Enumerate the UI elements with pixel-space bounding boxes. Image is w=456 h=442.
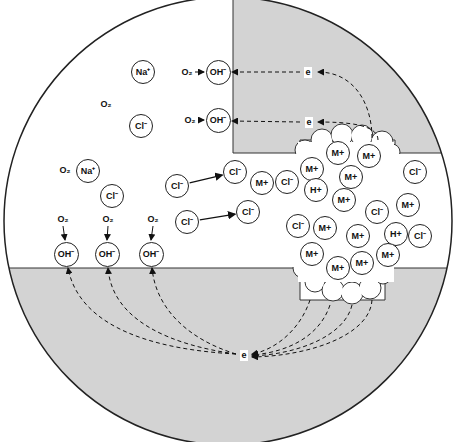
- ion-circle: M+: [376, 243, 400, 267]
- oxygen-label: O₂: [181, 67, 194, 78]
- ion-circle: M+: [250, 171, 274, 195]
- ion-label: Cl⁻: [281, 178, 293, 187]
- ion-label: Na⁺: [81, 167, 96, 176]
- ion-circle: Cl⁻: [365, 200, 389, 224]
- oxygen-label: O₂: [102, 214, 115, 225]
- corrosion-pit: [293, 124, 400, 304]
- ion-label: OH⁻: [99, 250, 116, 259]
- view-circle: [4, 0, 452, 442]
- ion-label: Cl⁻: [292, 222, 304, 231]
- ion-label: OH⁻: [143, 250, 160, 259]
- ion-label: Cl⁻: [371, 208, 383, 217]
- ion-circle: Cl⁻: [100, 184, 124, 208]
- ion-circle: Cl⁻: [236, 200, 260, 224]
- electron-paths: [68, 72, 378, 357]
- ion-label: M+: [256, 179, 269, 188]
- ion-label: Cl⁻: [409, 168, 421, 177]
- ion-circle: OH⁻: [54, 242, 79, 267]
- ion-label: OH⁻: [210, 116, 227, 125]
- ion-circle: Cl⁻: [408, 224, 432, 248]
- ion-label: Na⁺: [136, 68, 151, 77]
- ion-label: H+: [390, 230, 402, 239]
- ion-label: M+: [332, 149, 345, 158]
- ion-label: M+: [306, 250, 319, 259]
- ion-circle: M+: [326, 256, 350, 280]
- ion-label: H+: [310, 186, 322, 195]
- oxygen-label: O₂: [57, 214, 70, 225]
- ion-circle: Cl⁻: [165, 174, 189, 198]
- ion-label: M+: [356, 259, 369, 268]
- ion-circle: OH⁻: [139, 242, 164, 267]
- ion-label: OH⁻: [210, 68, 227, 77]
- ion-circle: OH⁻: [95, 242, 120, 267]
- oxygen-label: O₂: [147, 214, 160, 225]
- ion-circle: Cl⁻: [286, 214, 310, 238]
- ion-label: M+: [319, 224, 332, 233]
- ion-circle: Cl⁻: [403, 160, 427, 184]
- ion-circle: OH⁻: [206, 108, 231, 133]
- ion-circle: M+: [332, 188, 356, 212]
- ion-circle: M+: [300, 242, 324, 266]
- ion-label: M+: [402, 201, 415, 210]
- ion-label: Cl⁻: [229, 168, 241, 177]
- ion-label: M+: [352, 232, 365, 241]
- ion-circle: Na⁺: [76, 159, 100, 183]
- oxygen-label: O₂: [184, 115, 197, 126]
- ion-circle: H+: [304, 178, 328, 202]
- ion-circle: OH⁻: [206, 60, 231, 85]
- ion-label: OH⁻: [58, 250, 75, 259]
- ion-circle: Cl⁻: [275, 170, 299, 194]
- ion-circle: Cl⁻: [129, 114, 153, 138]
- ion-label: Cl⁻: [181, 218, 193, 227]
- metal-lower: [0, 268, 456, 442]
- electron-label: e: [305, 117, 312, 128]
- ion-label: Cl⁻: [242, 208, 254, 217]
- migration-arrow: [190, 175, 223, 183]
- ion-label: M+: [306, 165, 319, 174]
- ion-label: Cl⁻: [106, 192, 118, 201]
- electron-label: e: [304, 67, 311, 78]
- ion-circle: M+: [326, 141, 350, 165]
- electron-label: e: [240, 350, 247, 361]
- oxygen-label: O₂: [100, 99, 113, 110]
- ion-circle: M+: [357, 144, 381, 168]
- ion-label: Cl⁻: [135, 122, 147, 131]
- ion-label: M+: [338, 196, 351, 205]
- ion-circle: M+: [339, 165, 363, 189]
- ion-circle: Cl⁻: [175, 210, 199, 234]
- ion-label: Cl⁻: [414, 232, 426, 241]
- ion-circle: M+: [346, 224, 370, 248]
- metal-upper: [233, 0, 456, 153]
- ion-circle: M+: [396, 193, 420, 217]
- ion-label: M+: [382, 251, 395, 260]
- ion-label: M+: [332, 264, 345, 273]
- ion-circle: Na⁺: [131, 60, 155, 84]
- oxygen-label: O₂: [59, 165, 72, 176]
- ion-circle: M+: [313, 216, 337, 240]
- ion-circle: M+: [350, 251, 374, 275]
- ion-circle: Cl⁻: [223, 160, 247, 184]
- migration-arrow: [200, 214, 235, 220]
- oxygen-arrows: [63, 72, 204, 240]
- ion-label: M+: [345, 173, 358, 182]
- ion-label: Cl⁻: [171, 182, 183, 191]
- ion-label: M+: [363, 152, 376, 161]
